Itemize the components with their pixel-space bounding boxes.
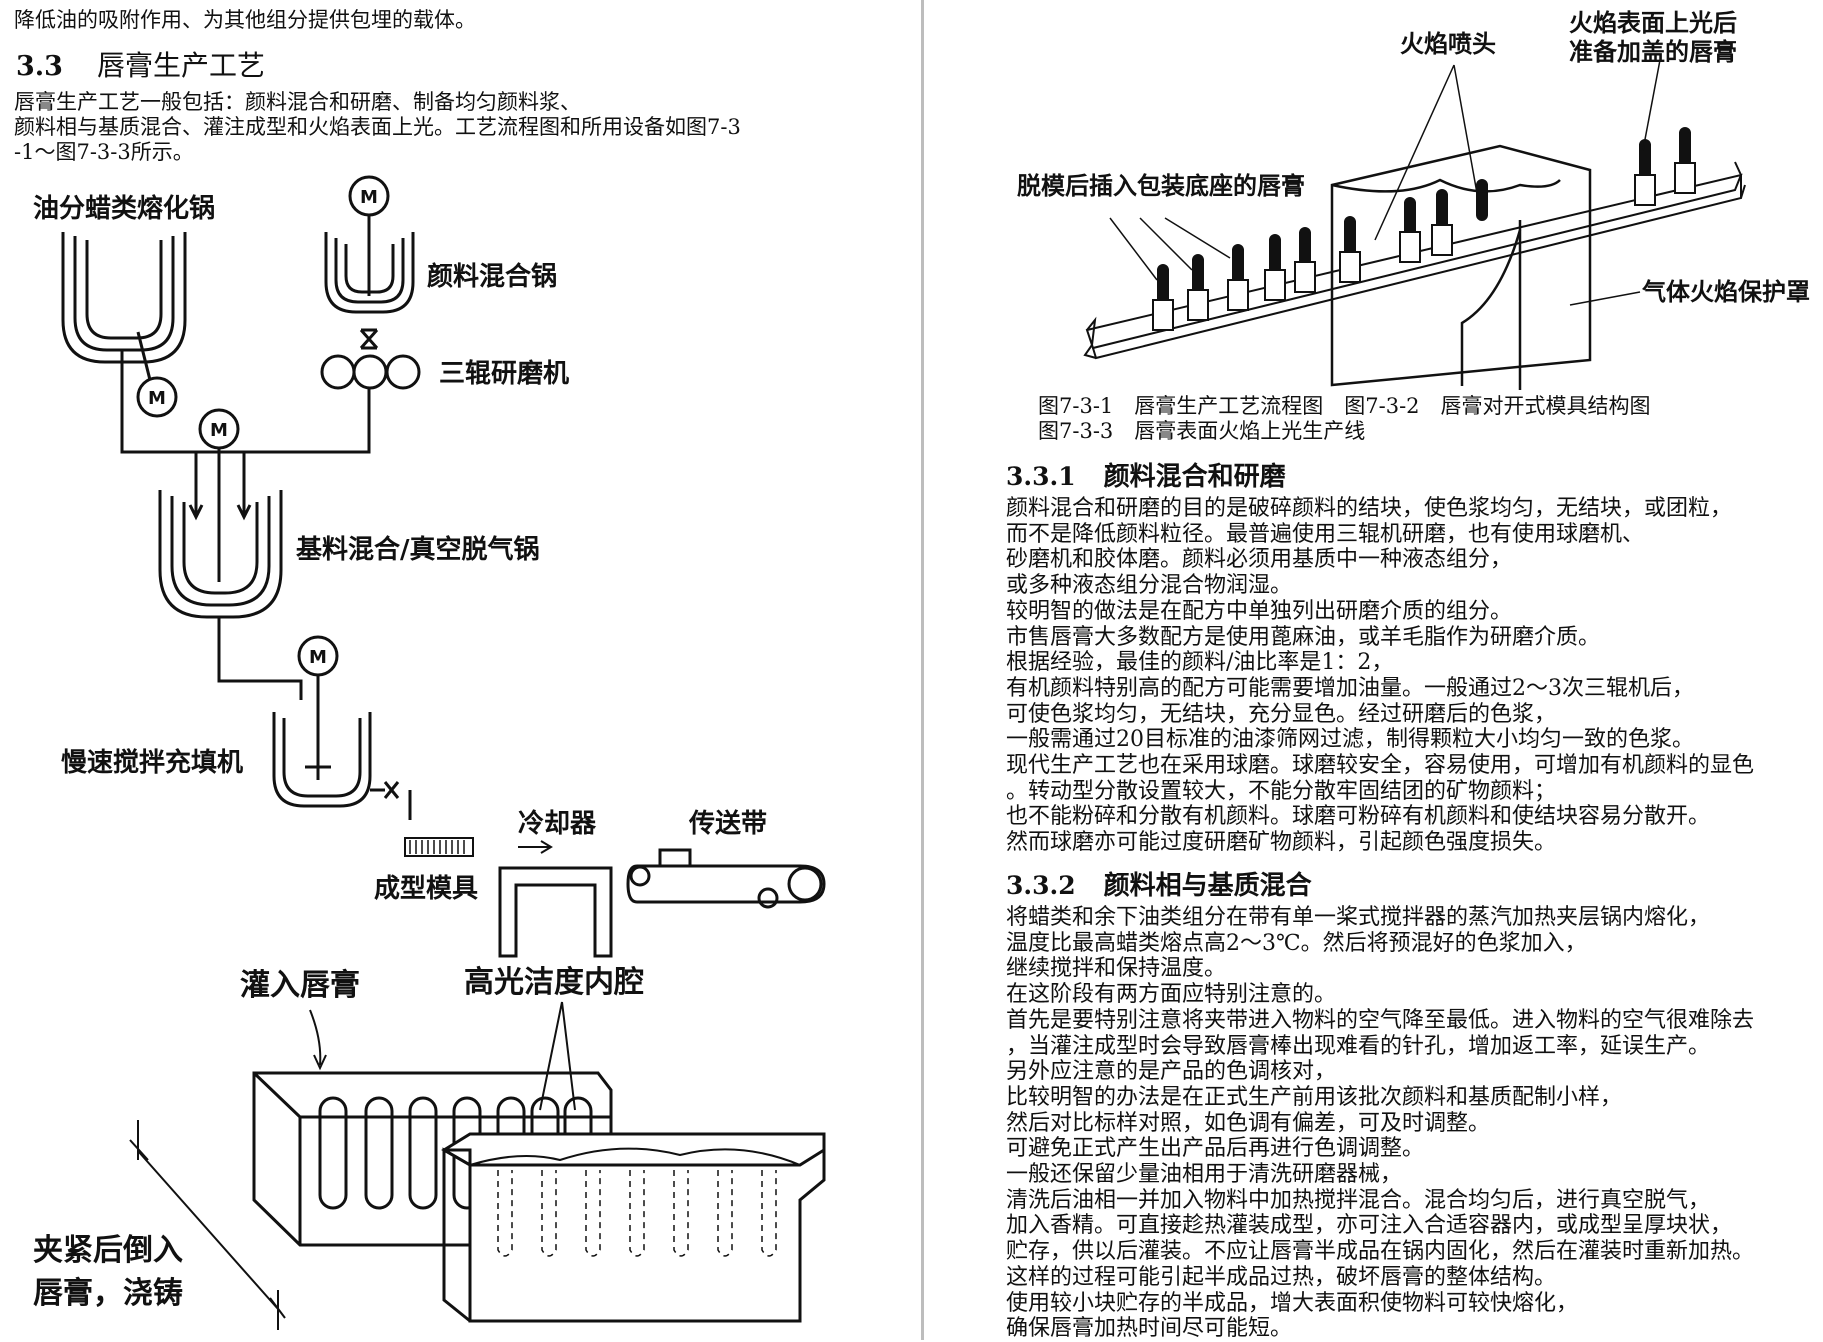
label-after-flame-line1: 火焰表面上光后 [1569, 9, 1737, 37]
motor-label: M [309, 647, 327, 668]
process-flow-diagram [61, 175, 826, 958]
intro-paragraph: 唇膏生产工艺一般包括：颜料混合和研磨、制备均匀颜料浆、 颜料相与基质混合、灌注成… [14, 90, 741, 165]
label-clamp-line2: 唇膏，浇铸 [33, 1276, 183, 1311]
base-mixing-vacuum-pot [158, 448, 283, 619]
label-clamp-line1: 夹紧后倒入 [33, 1233, 183, 1268]
body-line: 而不是降低颜料粒径。最普遍使用三辊机研磨，也有使用球磨机、 [1006, 521, 1645, 547]
body-line: 然后对比标样对照，如色调有偏差，可及时调整。 [1006, 1110, 1491, 1136]
body-line: 。转动型分散设置较大，不能分散牢固结团的矿物颜料； [1006, 778, 1557, 804]
body-line: 砂磨机和胶体磨。颜料必须用基质中一种液态组分， [1006, 547, 1513, 573]
lipsticks [1152, 127, 1696, 331]
section-title: 颜料混合和研磨 [1103, 462, 1286, 492]
section-heading-3-3-1: 3.3.1 颜料混合和研磨 [1006, 456, 1286, 493]
label-gas-flame-hood: 气体火焰保护罩 [1641, 278, 1810, 306]
section-number: 3.3 [16, 51, 63, 82]
section-3-3-2-body: 将蜡类和余下油类组分在带有单一桨式搅拌器的蒸汽加热夹层锅内熔化，温度比最高蜡类熔… [1006, 905, 1754, 1342]
pigment-mixing-pot [324, 215, 415, 314]
pour-arrow [309, 1009, 327, 1071]
section-heading-3-3: 3.3 唇膏生产工艺 [16, 44, 265, 84]
label-conveyor: 传送带 [688, 809, 767, 839]
label-high-polish-cavity: 高光洁度内腔 [464, 965, 644, 1000]
body-line: 加入香精。可直接趁热灌装成型，亦可注入合适容器内，或成型呈厚块状， [1006, 1213, 1733, 1239]
pipe [217, 617, 303, 700]
caption-line: 图7-3-3 唇膏表面火焰上光生产线 [1038, 419, 1366, 443]
body-line: 然而球磨亦可能过度研磨矿物颜料，引起颜色强度损失。 [1006, 830, 1557, 856]
mold [404, 837, 474, 857]
label-mold: 成型模具 [374, 874, 478, 904]
body-line: 有机颜料特别高的配方可能需要增加油量。一般通过2～3次三辊机后， [1006, 675, 1694, 701]
body-line: 一般需通过20目标准的油漆筛网过滤，制得颗粒大小均匀一致的色浆。 [1006, 727, 1694, 753]
section-title: 颜料相与基质混合 [1103, 871, 1312, 901]
cavity-pointers [539, 1001, 576, 1111]
label-after-flame-line2: 准备加盖的唇膏 [1569, 38, 1737, 66]
label-pour-lipstick: 灌入唇膏 [240, 968, 360, 1003]
body-line: 根据经验，最佳的颜料/油比率是1：2， [1006, 650, 1394, 676]
section-heading-3-3-2: 3.3.2 颜料相与基质混合 [1006, 865, 1312, 902]
flame-polishing-line-diagram [1083, 59, 1746, 390]
page-divider [921, 0, 924, 1340]
body-line: 在这阶段有两方面应特别注意的。 [1006, 982, 1337, 1008]
section-number: 3.3.1 [1006, 462, 1076, 491]
label-base-mixing-vacuum-pot: 基料混合/真空脱气锅 [296, 534, 540, 565]
caption-line: 图7-3-1 唇膏生产工艺流程图 图7-3-2 唇膏对开式模具结构图 [1038, 394, 1651, 418]
label-flame-nozzle: 火焰喷头 [1400, 30, 1496, 58]
section-title: 唇膏生产工艺 [96, 49, 265, 82]
body-line: 贮存，供以后灌装。不应让唇膏半成品在锅内固化，然后在灌装时重新加热。 [1006, 1239, 1755, 1265]
body-line: 可避免正式产生出产品后再进行色调调整。 [1006, 1136, 1425, 1162]
body-line: 或多种液态组分混合物润湿。 [1006, 573, 1293, 599]
motor-label: M [210, 420, 228, 441]
split-mold-diagram [129, 1001, 826, 1330]
motor-label: M [148, 388, 166, 409]
body-line: 将蜡类和余下油类组分在带有单一桨式搅拌器的蒸汽加热夹层锅内熔化， [1006, 905, 1711, 930]
section-number: 3.3.2 [1006, 871, 1076, 900]
slow-stir-filler [272, 675, 412, 820]
body-line: 继续搅拌和保持温度。 [1006, 956, 1227, 982]
body-line: 清洗后油相一并加入物料中加热搅拌混合。混合均匀后，进行真空脱气， [1006, 1187, 1711, 1213]
motor-icon [136, 376, 178, 418]
label-slow-stir-filler: 慢速搅拌充填机 [61, 747, 243, 778]
body-line: 温度比最高蜡类熔点高2～3℃。然后将预混好的色浆加入， [1006, 930, 1587, 956]
label-pigment-mixing-pot: 颜料混合锅 [427, 261, 557, 292]
paragraph-line: -1～图7-3-3所示。 [14, 140, 194, 164]
body-line: 可使色浆均匀，无结块，充分显色。经过研磨后的色浆， [1006, 701, 1557, 727]
motor-label: M [360, 187, 378, 208]
wax-melting-pot [61, 232, 187, 381]
section-3-3-1-body: 颜料混合和研磨的目的是破碎颜料的结块，使色浆均匀，无结块，或团粒，而不是降低颜料… [1006, 496, 1754, 856]
body-line: ，当灌注成型时会导致唇膏棒出现难看的针孔，增加返工率，延误生产。 [1006, 1033, 1711, 1059]
body-line: 较明智的做法是在配方中单独列出研磨介质的组分。 [1006, 598, 1513, 624]
body-line: 使用较小块贮存的半成品，增大表面积使物料可较快熔化， [1006, 1290, 1579, 1316]
body-line: 颜料混合和研磨的目的是破碎颜料的结块，使色浆均匀，无结块，或团粒， [1006, 496, 1733, 521]
leader-lines [1109, 59, 1661, 306]
figure-captions: 图7-3-1 唇膏生产工艺流程图 图7-3-2 唇膏对开式模具结构图 图7-3-… [1038, 394, 1651, 444]
body-line: 另外应注意的是产品的色调核对， [1006, 1059, 1337, 1085]
arrow-icon [518, 840, 553, 854]
diagram-labels: 油分蜡类熔化锅 颜料混合锅 三辊研磨机 基料混合/真空脱气锅 慢速搅拌充填机 冷… [33, 9, 1810, 1311]
body-line: 比较明智的办法是在正式生产前用该批次颜料和基质配制小样， [1006, 1084, 1623, 1110]
label-cooler: 冷却器 [518, 808, 597, 839]
body-line: 市售唇膏大多数配方是使用蓖麻油，或羊毛脂作为研磨介质。 [1006, 624, 1601, 650]
body-line: 首先是要特别注意将夹带进入物料的空气降至最低。进入物料的空气很难除去 [1006, 1007, 1755, 1033]
body-line: 也不能粉碎和分散有机颜料。球磨可粉碎有机颜料和使结块容易分散开。 [1006, 804, 1711, 830]
motor-icon [348, 175, 390, 217]
conveyor [626, 848, 826, 909]
body-line: 确保唇膏加热时间尽可能短。 [1006, 1316, 1293, 1342]
body-line: 现代生产工艺也在采用球磨。球磨较安全，容易使用，可增加有机颜料的显色 [1006, 753, 1755, 779]
paragraph-line: 颜料相与基质混合、灌注成型和火焰表面上光。工艺流程图和所用设备如图7-3 [14, 115, 741, 139]
three-roll-mill [320, 354, 421, 390]
gas-flame-hood [1330, 144, 1592, 390]
dimension-line [129, 1120, 286, 1330]
cooler [498, 866, 613, 958]
label-wax-melting-pot: 油分蜡类熔化锅 [33, 193, 215, 224]
label-three-roll-mill: 三辊研磨机 [439, 358, 569, 389]
body-line: 一般还保留少量油相用于清洗研磨器械， [1006, 1162, 1403, 1188]
intro-line: 降低油的吸附作用、为其他组分提供包埋的载体。 [14, 8, 476, 32]
body-line: 这样的过程可能引起半成品过热，破坏唇膏的整体结构。 [1006, 1264, 1557, 1290]
paragraph-line: 唇膏生产工艺一般包括：颜料混合和研磨、制备均匀颜料浆、 [14, 90, 581, 114]
mold-hatch [409, 840, 465, 854]
label-demolded: 脱模后插入包装底座的唇膏 [1017, 172, 1305, 200]
valve-icon [359, 328, 379, 350]
